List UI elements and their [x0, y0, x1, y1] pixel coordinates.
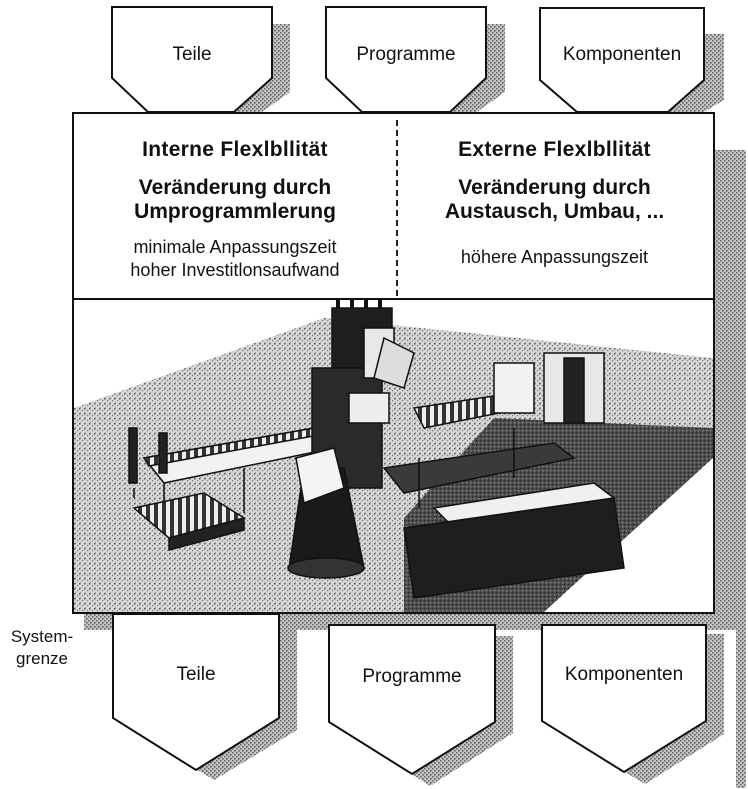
external-note-line1: höhere Anpassungszeit: [460, 247, 649, 267]
robot-cell-illustration: [74, 298, 713, 612]
bottom-box-komponenten: [541, 624, 707, 774]
bottom-box-komponenten-label: Komponenten: [564, 664, 684, 685]
external-change-line1: Veränderung durch: [458, 176, 651, 199]
internal-flexibility-column: Interne Flexlbllität Veränderung durch U…: [74, 114, 396, 298]
internal-flexibility-title: Interne Flexlbllität: [142, 138, 328, 161]
internal-note-line1: minimale Anpassungszeit: [133, 237, 337, 257]
external-change-line2: Austausch, Umbau, ...: [444, 200, 665, 223]
top-box-teile-label: Teile: [172, 44, 212, 65]
system-boundary-line1: System-: [10, 627, 74, 646]
column-divider: [396, 120, 398, 296]
system-boundary-line2: grenze: [16, 649, 68, 668]
bottom-box-programme: [328, 624, 496, 776]
top-box-komponenten-label: Komponenten: [562, 44, 682, 65]
internal-change-line2: Umprogrammlerung: [134, 200, 336, 223]
bottom-box-teile-label: Teile: [176, 664, 216, 685]
top-box-programme-label: Programme: [356, 44, 456, 65]
bottom-box-programme-label: Programme: [362, 666, 462, 687]
bottom-boxes: [112, 613, 707, 776]
internal-change-line1: Veränderung durch: [138, 176, 332, 199]
flexibility-text-area: Interne Flexlbllität Veränderung durch U…: [74, 114, 713, 300]
internal-note-line2: hoher Investitlonsaufwand: [130, 260, 340, 280]
right-conveyor: [382, 352, 625, 599]
external-flexibility-title: Externe Flexlbllität: [458, 138, 651, 161]
system-boundary-label: System- grenze: [2, 626, 82, 670]
external-flexibility-column: Externe Flexlbllität Veränderung durch A…: [396, 114, 713, 298]
tool-rack: [336, 298, 382, 308]
system-panel: Interne Flexlbllität Veränderung durch U…: [72, 112, 715, 614]
bottom-box-teile: [112, 613, 280, 772]
robot-cell-drawing: [74, 298, 713, 612]
robot-pillar: [287, 307, 415, 579]
